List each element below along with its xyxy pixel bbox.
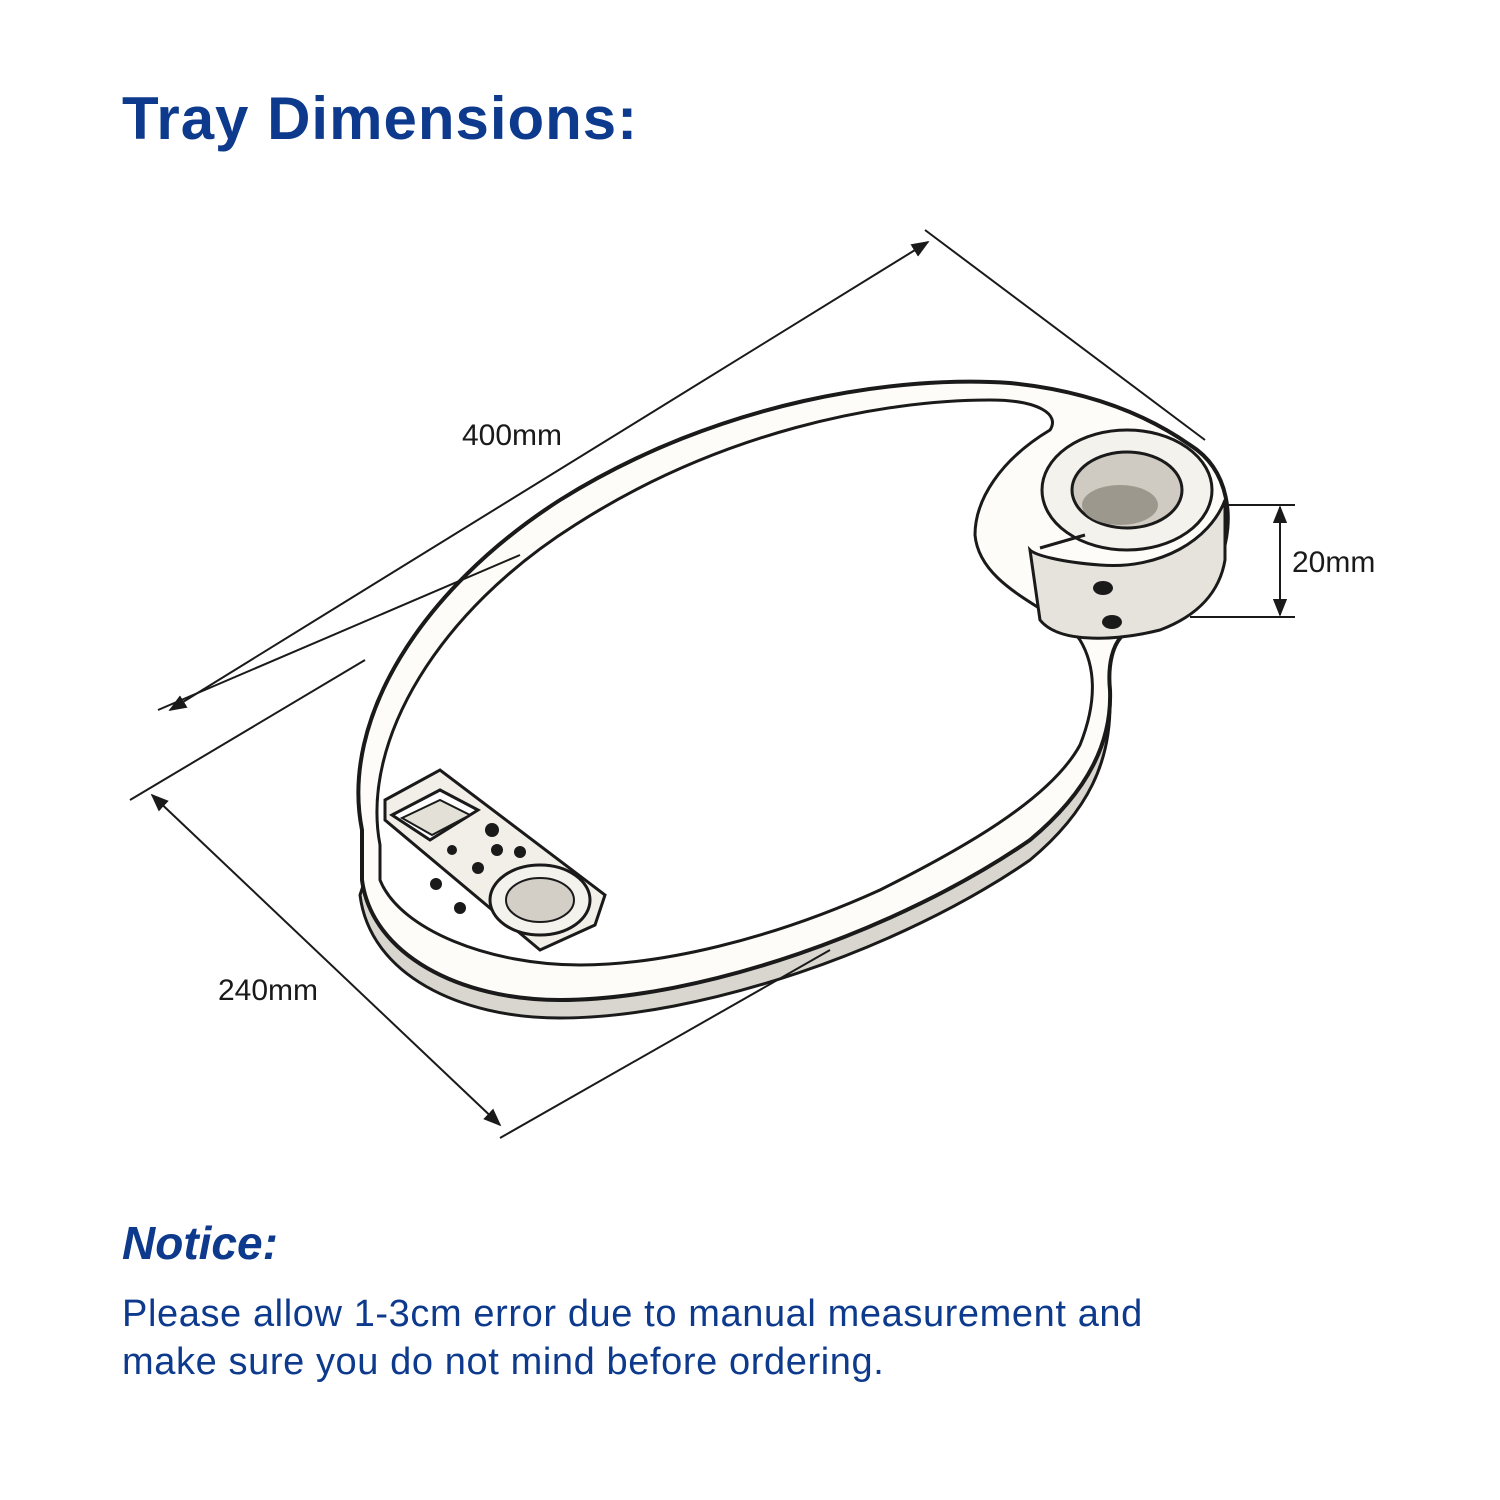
- clamp-screw-hole-bottom: [1102, 615, 1122, 629]
- length-extension-top: [924, 229, 1206, 441]
- panel-dot: [454, 902, 466, 914]
- length-label: 400mm: [462, 419, 562, 452]
- length-dimension: [157, 229, 1206, 711]
- panel-dot: [491, 844, 503, 856]
- panel-dot: [485, 823, 499, 837]
- width-extension-right: [499, 949, 831, 1139]
- notice-line-2: make sure you do not mind before orderin…: [122, 1341, 885, 1383]
- width-extension-left: [129, 659, 366, 801]
- width-label: 240mm: [218, 974, 318, 1007]
- panel-dot: [430, 878, 442, 890]
- length-dimension-line: [168, 241, 930, 711]
- tray-illustration: [356, 379, 1230, 1020]
- panel-dot: [472, 862, 484, 874]
- clamp-split-line: [1039, 533, 1086, 550]
- clamp-hole-inner: [1082, 485, 1158, 525]
- clamp-screw-hole-top: [1093, 581, 1113, 595]
- width-dimension: [129, 659, 831, 1139]
- panel-dot: [447, 845, 457, 855]
- notice-line-1: Please allow 1-3cm error due to manual m…: [122, 1293, 1143, 1335]
- height-dimension: [1190, 504, 1295, 618]
- clamp-body-side: [1027, 499, 1227, 640]
- notice-text: Please allow 1-3cm error due to manual m…: [122, 1290, 1382, 1386]
- notice-title: Notice:: [122, 1217, 278, 1269]
- height-label: 20mm: [1292, 546, 1375, 579]
- width-dimension-line: [150, 793, 502, 1127]
- cup-holder-hole: [505, 877, 575, 923]
- page-title: Tray Dimensions:: [122, 85, 639, 152]
- panel-dot: [514, 846, 526, 858]
- clamp-mount: [1027, 428, 1227, 640]
